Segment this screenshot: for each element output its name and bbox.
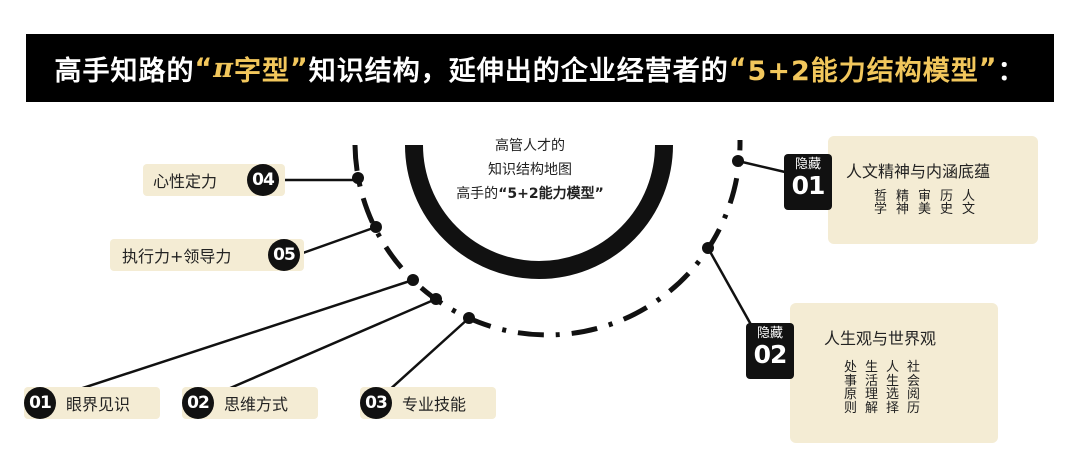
arc-dot-01 (407, 274, 419, 286)
outer-dashed-arc (352, 139, 743, 338)
header-text-part2: 知识结构，延伸出的企业经营者的 (308, 55, 729, 87)
item-01-label: 眼界见识 (66, 395, 131, 414)
header-quote-open-1: “ (194, 52, 214, 84)
item-03-skills: 03 专业技能 (360, 387, 496, 419)
item-04-label: 心性定力 (153, 172, 218, 191)
center-line-3-bold: “5+2能力模型” (498, 186, 604, 202)
hidden-02-box: 人生观与世界观 社会阅历 人生选择 生活理解 处事原则 (790, 303, 998, 443)
hidden-01-col: 精神 (895, 189, 909, 217)
hidden-01-tag: 隐藏 01 (784, 154, 832, 210)
item-02-label: 思维方式 (224, 395, 289, 414)
hidden-01-tag-number: 01 (791, 171, 826, 200)
center-line-3-prefix: 高手的 (456, 186, 499, 202)
arc-dot-04 (352, 172, 364, 184)
center-line-1: 高管人才的 (495, 138, 565, 154)
hidden-01-box: 人文精神与内涵底蕴 哲学 精神 审美 历史 人文 (828, 136, 1038, 244)
arc-dot-03 (463, 312, 475, 324)
header-quote-open-2: “ (728, 52, 748, 84)
hidden-02-tag: 隐藏 02 (746, 323, 794, 379)
header-model-name: 5+2能力结构模型 (747, 55, 979, 87)
header-quote-close-1: ” (290, 52, 309, 84)
hidden-02-title: 人生观与世界观 (824, 329, 937, 348)
hidden-01-col: 历史 (939, 189, 953, 217)
item-01-number: 01 (24, 387, 56, 419)
item-01-vision: 01 眼界见识 (24, 387, 160, 419)
connector-hidden-01 (737, 159, 786, 174)
hidden-02-col: 处事原则 (843, 360, 857, 416)
header-pi-word: 字型 (234, 55, 291, 87)
hidden-02-items: 社会阅历 人生选择 生活理解 处事原则 (840, 361, 924, 415)
hidden-01-title: 人文精神与内涵底蕴 (846, 162, 991, 181)
item-03-number: 03 (360, 387, 392, 419)
hidden-01-col: 哲学 (873, 189, 887, 217)
item-05-number: 05 (268, 239, 300, 271)
inner-thick-arc (405, 144, 673, 279)
hidden-01-items: 哲学 精神 审美 历史 人文 (872, 190, 977, 216)
hidden-02-col: 社会阅历 (906, 360, 920, 416)
hidden-01-col: 人文 (961, 189, 975, 217)
connector-01 (39, 278, 414, 404)
header-quote-close-2: ” (978, 52, 998, 84)
item-03-label: 专业技能 (402, 395, 467, 414)
hidden-01-col: 审美 (917, 189, 931, 217)
item-05-execution: 执行力+领导力 05 (110, 239, 304, 271)
item-02-number: 02 (182, 387, 214, 419)
item-04-mindset: 心性定力 04 (143, 164, 285, 196)
header-banner: 高手知路的 “ π 字型 ” 知识结构，延伸出的企业经营者的 “ 5+2能力结构… (26, 34, 1054, 102)
connector-hidden-02 (706, 247, 756, 331)
hidden-02-col: 人生选择 (885, 360, 899, 416)
item-04-number: 04 (247, 164, 279, 196)
hidden-02-tag-label: 隐藏 (756, 326, 783, 341)
header-text-part1: 高手知路的 (54, 55, 195, 87)
header-pi-symbol: π (213, 52, 235, 84)
header-text-part3: ： (997, 55, 1026, 87)
connector-05 (299, 225, 377, 256)
hidden-02-col: 生活理解 (864, 360, 878, 416)
center-line-3: 高手的“5+2能力模型” (430, 182, 630, 206)
hidden-02-tag-number: 02 (753, 340, 788, 369)
arc-dot-hidden-01 (732, 155, 744, 167)
center-line-2: 知识结构地图 (488, 162, 572, 178)
hidden-01-tag-label: 隐藏 (794, 157, 821, 172)
item-05-label: 执行力+领导力 (122, 247, 232, 266)
arc-dot-hidden-02 (702, 242, 714, 254)
connector-02 (197, 297, 437, 404)
item-02-thinking: 02 思维方式 (182, 387, 318, 419)
arc-dot-05 (370, 221, 382, 233)
center-caption: 高管人才的 知识结构地图 高手的“5+2能力模型” (430, 134, 630, 206)
arc-dot-02 (430, 293, 442, 305)
